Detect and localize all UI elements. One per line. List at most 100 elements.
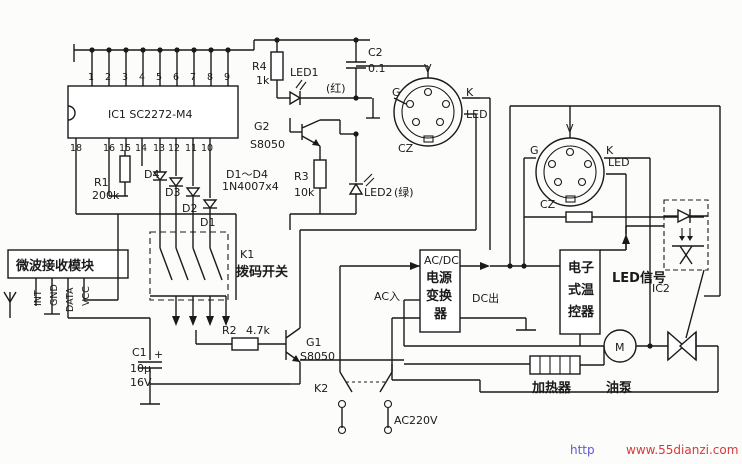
- acin-label: AC入: [374, 290, 400, 303]
- ic1-pin11: 11: [185, 143, 197, 154]
- module-pin-vcc: VCC: [81, 286, 92, 306]
- ic1-label: IC1 SC2272-M4: [108, 108, 193, 121]
- acdc-converter: AC/DC 电源 变换 器 AC入 DC出: [374, 249, 560, 380]
- mains-loop: M 加热器 油泵: [392, 269, 719, 396]
- watermark-right: www.55dianzi.com: [626, 443, 738, 457]
- module-pin-gnd: GND: [49, 284, 60, 306]
- module-box: [7, 249, 129, 279]
- ic1-notch: [67, 105, 76, 121]
- c2-value: 0.1: [368, 62, 386, 75]
- k1-label: K1: [240, 248, 254, 261]
- ac220-label: AC220V: [394, 414, 438, 427]
- c1-capacitor: + C1 10μ 16V: [130, 318, 290, 405]
- k1-dip-switch: K1 拨码开关: [149, 231, 288, 326]
- ic1-pin10: 10: [201, 143, 213, 154]
- dcout-label: DC出: [472, 291, 499, 305]
- thermostat-l2: 式温: [568, 282, 594, 298]
- k2-label: K2: [314, 382, 328, 395]
- thermostat: 电子 式温 控器 LED信号: [559, 225, 666, 346]
- heater-element: [529, 355, 581, 375]
- led2-diode: [348, 182, 364, 195]
- r4-resistor: [270, 51, 284, 81]
- ic1-pin6: 6: [173, 72, 179, 83]
- led1-label: LED1: [290, 66, 319, 79]
- g1-transistor-stage: R2 4.7k G1 S8050: [195, 229, 476, 385]
- d1-diode: [202, 199, 218, 210]
- ic1-pin3: 3: [122, 72, 128, 83]
- r3-resistor: [313, 159, 327, 189]
- pump-label: 油泵: [606, 380, 632, 396]
- socket1-g: G: [392, 86, 401, 99]
- acdc-box: [419, 249, 461, 333]
- diodes-d1-d4: D4 D3 D2 D1 D1～D4 1N4007x4: [144, 166, 279, 232]
- module-pin-data: DATA: [65, 287, 76, 312]
- ic1-top-pins: [89, 47, 231, 86]
- c1-value: 10μ: [130, 362, 151, 375]
- c1-plus: +: [154, 348, 163, 361]
- ic1-block: 1 2 3 4 5 6 7 8 9 IC1 SC2272-M4 18 16 15…: [67, 39, 370, 300]
- thermostat-box: [559, 249, 601, 335]
- ic1-pin7: 7: [190, 72, 196, 83]
- heater-label: 加热器: [531, 380, 572, 396]
- socket1-k: K: [466, 86, 474, 99]
- r2-label: R2: [222, 324, 237, 337]
- r3-value: 10k: [294, 186, 315, 199]
- r4-value: 1k: [256, 74, 270, 87]
- ic1-body: [67, 85, 239, 139]
- socket-cz1: V G K LED CZ: [356, 62, 488, 230]
- diode-part-label: 1N4007x4: [222, 180, 279, 193]
- led1-color: (红): [326, 82, 346, 95]
- g2-label: G2: [254, 120, 270, 133]
- k1-outline: [149, 231, 229, 301]
- ic1-pin9: 9: [224, 72, 230, 83]
- thermostat-l3: 控器: [568, 304, 595, 320]
- diode-range-label: D1～D4: [226, 168, 268, 181]
- r1-resistor: [119, 155, 131, 183]
- socket1-v: V: [424, 62, 432, 75]
- d2-diode: [185, 187, 201, 198]
- c1-voltage: 16V: [130, 376, 152, 389]
- socket2-resistor: [565, 211, 593, 223]
- module-label: 微波接收模块: [15, 258, 95, 274]
- g1-label: G1: [306, 336, 322, 349]
- c2-label: C2: [368, 46, 383, 59]
- socket2-cz: CZ: [540, 198, 556, 211]
- g1-part: S8050: [300, 350, 335, 363]
- right-wiring: [480, 97, 721, 297]
- led-signal-label: LED信号: [612, 270, 666, 286]
- socket2-led: LED: [608, 156, 630, 169]
- ac-terminal-l: [337, 425, 347, 435]
- module-pin-int: INT: [33, 290, 44, 306]
- ic1-pin4: 4: [139, 72, 145, 83]
- ic1-pin8: 8: [207, 72, 213, 83]
- d2-label: D2: [182, 202, 197, 215]
- r1-value: 200k: [92, 189, 120, 202]
- socket2-g: G: [530, 144, 539, 157]
- motor-label: M: [615, 341, 625, 354]
- d3-label: D3: [165, 186, 180, 199]
- ic1-pin14: 14: [135, 143, 147, 154]
- g2-part: S8050: [250, 138, 285, 151]
- ic1-pin1: 1: [88, 72, 94, 83]
- ic2-label: IC2: [652, 282, 670, 295]
- socket2-v: V: [566, 122, 574, 135]
- r2-value: 4.7k: [246, 324, 270, 337]
- ac-terminal-n: [383, 425, 393, 435]
- ic1-pin5: 5: [156, 72, 162, 83]
- ic2-outline: [663, 199, 709, 271]
- d4-diode: [152, 171, 168, 182]
- d3-diode: [168, 177, 184, 188]
- socket1-led: LED: [466, 108, 488, 121]
- ic2-led: [677, 208, 692, 224]
- r1-label: R1: [94, 176, 109, 189]
- watermark-left: http: [570, 443, 595, 457]
- d1-label: D1: [200, 216, 215, 229]
- r4-label: R4: [252, 60, 267, 73]
- led2-label: LED2: [364, 186, 393, 199]
- d4-label: D4: [144, 168, 159, 181]
- ic1-pin13: 13: [153, 143, 165, 154]
- ic1-pin12: 12: [168, 143, 180, 154]
- antenna-icon: [3, 291, 17, 318]
